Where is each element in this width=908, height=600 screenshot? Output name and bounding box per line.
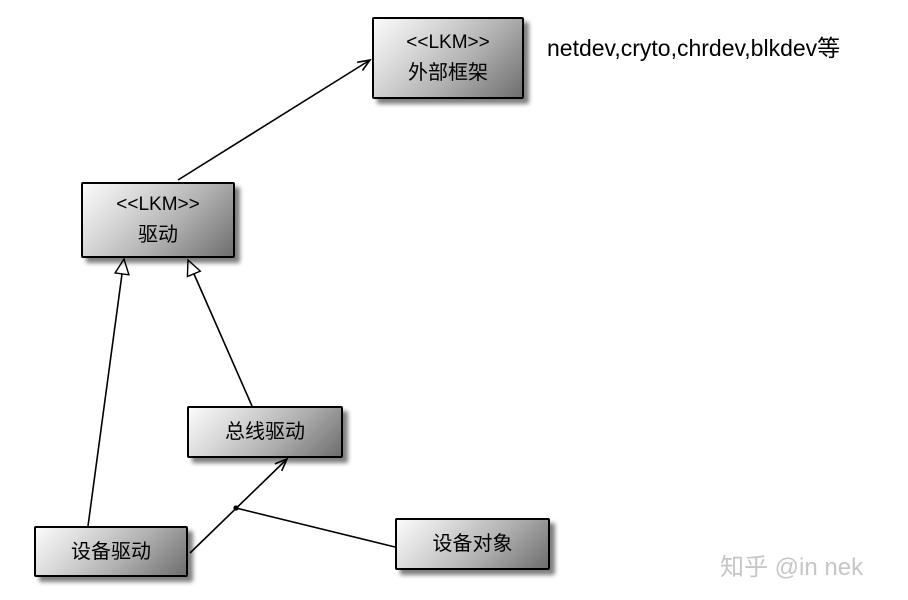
node-external-framework-stereotype: <<LKM>> bbox=[406, 32, 490, 53]
node-driver-stereotype: <<LKM>> bbox=[116, 194, 200, 215]
node-device-driver-label: 设备驱动 bbox=[71, 540, 151, 563]
node-external-framework-label: 外部框架 bbox=[408, 62, 488, 84]
node-external-framework: <<LKM>> 外部框架 bbox=[372, 17, 524, 99]
node-device-object: 设备对象 bbox=[395, 518, 550, 570]
edge-device-object-to-association bbox=[233, 505, 396, 548]
node-driver: <<LKM>> 驱动 bbox=[81, 182, 235, 258]
node-driver-label: 驱动 bbox=[138, 224, 178, 246]
node-bus-driver-label: 总线驱动 bbox=[225, 421, 305, 443]
annotation-text: netdev,cryto,chrdev,blkdev等 bbox=[547, 35, 841, 61]
node-device-object-label: 设备对象 bbox=[432, 533, 513, 555]
edge-bus-driver-to-driver-generalization bbox=[186, 258, 253, 407]
watermark: 知乎 @in nek bbox=[720, 554, 864, 581]
edge-device-driver-to-driver-generalization bbox=[87, 257, 130, 527]
node-device-driver: 设备驱动 bbox=[34, 526, 188, 577]
node-bus-driver: 总线驱动 bbox=[187, 406, 343, 458]
edge-device-driver-to-bus-driver bbox=[189, 457, 289, 554]
edge-driver-to-external-framework bbox=[177, 58, 372, 181]
